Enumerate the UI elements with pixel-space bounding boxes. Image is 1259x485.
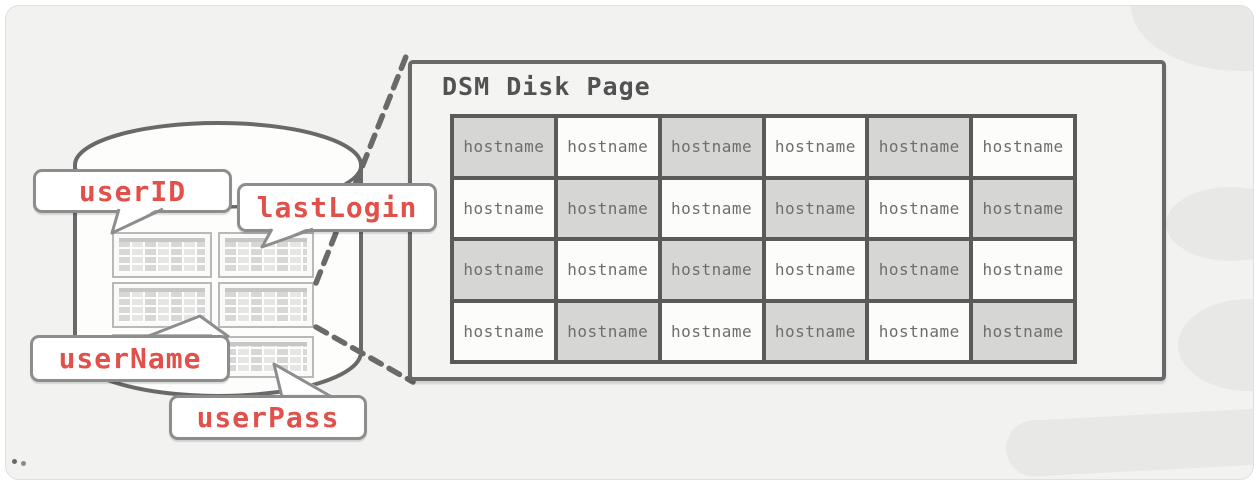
disk-page-cell: hostname (765, 241, 866, 299)
disk-page-cell: hostname (661, 302, 762, 360)
callout-user-name-label: userName (58, 342, 202, 375)
disk-page-cell: hostname (661, 118, 762, 176)
disk-page-cell: hostname (869, 179, 970, 237)
dsm-disk-page-title: DSM Disk Page (442, 72, 651, 101)
callout-last-login-label: lastLogin (256, 191, 418, 224)
table-thumbnail (218, 336, 314, 378)
disk-page-cell: hostname (454, 302, 554, 360)
disk-page-cell: hostname (765, 118, 866, 176)
disk-page-cell: hostname (869, 241, 970, 299)
callout-user-id: userID (33, 169, 232, 213)
disk-page-cell: hostname (557, 241, 658, 299)
table-thumbnail (112, 282, 212, 328)
disk-page-cell: hostname (454, 241, 554, 299)
disk-page-cell: hostname (557, 302, 658, 360)
table-thumbnail (218, 282, 314, 328)
disk-page-cell: hostname (973, 302, 1073, 360)
callout-user-name: userName (30, 335, 230, 382)
callout-user-id-label: userID (78, 174, 187, 208)
table-thumbnail (112, 232, 212, 278)
disk-page-cell: hostname (765, 302, 866, 360)
disk-page-cell: hostname (557, 118, 658, 176)
disk-page-cell: hostname (661, 241, 762, 299)
disk-page-cell: hostname (869, 302, 970, 360)
table-thumbnail (218, 232, 314, 278)
watermark-blob (1166, 187, 1253, 261)
disk-page-cell: hostname (557, 179, 658, 237)
callout-last-login: lastLogin (237, 183, 437, 232)
disk-page-cell: hostname (661, 179, 762, 237)
watermark-blob (1178, 299, 1253, 391)
callout-user-pass-label: userPass (196, 401, 340, 434)
disk-page-cell: hostname (869, 118, 970, 176)
corner-mark (12, 459, 17, 464)
disk-page-cell: hostname (454, 179, 554, 237)
watermark-swoosh (1004, 406, 1253, 478)
callout-user-pass: userPass (169, 395, 367, 440)
disk-page-cell: hostname (973, 118, 1073, 176)
disk-page-cell: hostname (973, 179, 1073, 237)
disk-page-cell: hostname (765, 179, 866, 237)
disk-page-cell: hostname (454, 118, 554, 176)
disk-page-cell: hostname (973, 241, 1073, 299)
